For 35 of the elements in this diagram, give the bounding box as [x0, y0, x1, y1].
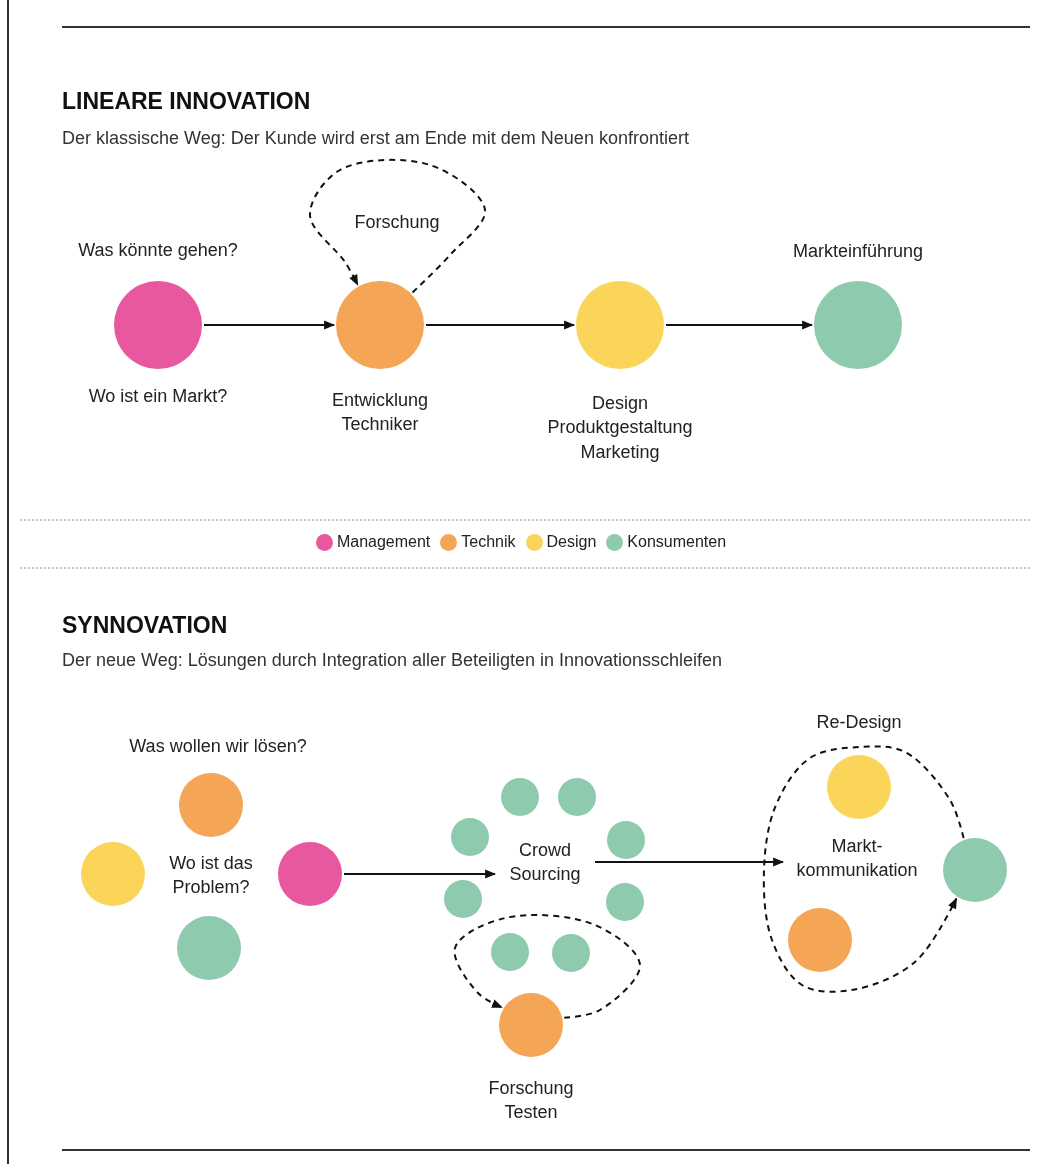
- arrow: [665, 320, 814, 330]
- legend-label: Design: [546, 533, 597, 551]
- legend-label: Technik: [461, 533, 516, 551]
- arrow: [425, 320, 576, 330]
- section-heading: LINEARE INNOVATION: [62, 88, 311, 115]
- dashed-loop-arrow: [309, 158, 486, 294]
- legend-label: Management: [336, 533, 431, 551]
- circle-caption: Markteinführung: [791, 239, 925, 263]
- stage-circle: [552, 934, 590, 972]
- section-subtitle: Der neue Weg: Lösungen durch Integration aller Beteiligten in Innovationsschleifen: [62, 650, 723, 671]
- legend-label: Konsumenten: [627, 533, 727, 551]
- circle-caption: Design Produktgestaltung Marketing: [546, 391, 694, 464]
- circle-caption: Re-Design: [815, 710, 903, 734]
- arrow: [343, 869, 497, 879]
- arrow: [594, 857, 785, 867]
- stage-circle: [558, 778, 596, 816]
- stage-circle: [606, 883, 644, 921]
- dashed-loop-arrow: [453, 914, 641, 1019]
- stage-circle: [444, 880, 482, 918]
- node-label: Markt- kommunikation: [787, 833, 927, 883]
- section-subtitle: Der klassische Weg: Der Kunde wird erst am Ende mit dem Neuen konfrontiert: [62, 128, 689, 149]
- arrow: [203, 320, 336, 330]
- circle-caption: Wo ist ein Markt?: [87, 384, 229, 408]
- question-text: Was wollen wir lösen?: [128, 734, 308, 758]
- stage-circle: [501, 778, 539, 816]
- section-heading: SYNNOVATION: [62, 612, 228, 639]
- node-label: Crowd Sourcing: [499, 837, 591, 887]
- stage-circle: [451, 818, 489, 856]
- stage-circle: [491, 933, 529, 971]
- question-text: Wo ist das Problem?: [168, 851, 254, 899]
- circle-caption: Forschung Testen: [487, 1076, 575, 1124]
- circle-caption: Entwicklung Techniker: [330, 388, 429, 436]
- dashed-loop-arrow: [762, 745, 965, 993]
- circle-caption: Was könnte gehen?: [77, 238, 239, 262]
- stage-circle: [607, 821, 645, 859]
